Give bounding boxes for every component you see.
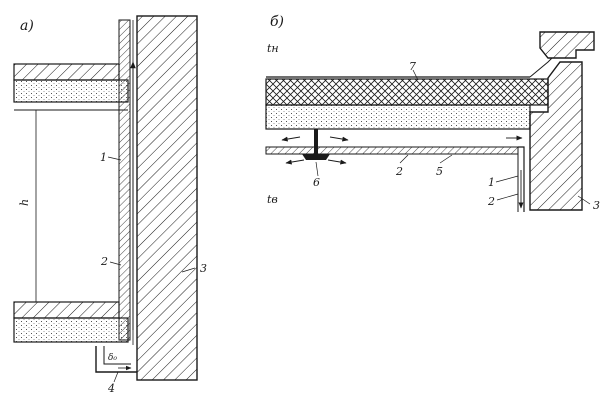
callout-3: 3 bbox=[200, 262, 207, 275]
lower-floor-slab bbox=[13, 301, 129, 343]
air-inlet-inner bbox=[103, 346, 131, 365]
height-label: h bbox=[18, 199, 31, 206]
callout-2a-leader bbox=[399, 154, 409, 164]
ceiling-return-outer bbox=[518, 146, 525, 212]
callout-1-leader bbox=[107, 156, 122, 161]
inside-temperature-label: tв bbox=[267, 193, 278, 206]
callout-2: 2 bbox=[100, 255, 108, 268]
callout-3-leader bbox=[577, 195, 591, 205]
callout-2b: 2 bbox=[487, 195, 495, 208]
upper-floor-slab bbox=[13, 63, 129, 111]
callout-7-leader bbox=[412, 69, 419, 81]
parapet-coping bbox=[539, 31, 595, 59]
callout-3-leader bbox=[181, 267, 196, 273]
panel-a-label: a) bbox=[20, 18, 34, 34]
masonry-wall bbox=[136, 15, 198, 381]
air-diffuser bbox=[302, 129, 330, 160]
callout-2b-leader bbox=[496, 193, 519, 201]
callout-4-leader bbox=[113, 371, 119, 383]
gap-label: δ₀ bbox=[108, 353, 117, 363]
airflow-down-left-arrow bbox=[285, 159, 305, 165]
panel-b: б) tн tв 7 2 5 6 bbox=[265, 14, 600, 212]
roof-slab bbox=[265, 104, 531, 130]
callout-1: 1 bbox=[100, 151, 107, 164]
callout-3: 3 bbox=[593, 199, 600, 212]
callout-5-leader bbox=[439, 154, 453, 164]
callout-5: 5 bbox=[436, 165, 443, 178]
callout-2a: 2 bbox=[395, 165, 403, 178]
roof-membrane-upturn bbox=[529, 57, 553, 78]
air-inlet-channel bbox=[95, 346, 137, 373]
callout-7: 7 bbox=[409, 60, 416, 73]
callout-2-leader bbox=[109, 261, 122, 266]
callout-1-leader bbox=[495, 175, 519, 183]
airflow-left-arrow bbox=[281, 136, 301, 142]
callout-6-leader bbox=[315, 161, 319, 177]
airflow-down-right-arrow bbox=[327, 159, 347, 165]
callout-4: 4 bbox=[107, 382, 115, 395]
panel-a: a) h 1 2 3 bbox=[13, 15, 207, 395]
callout-6: 6 bbox=[313, 176, 320, 189]
callout-1: 1 bbox=[488, 176, 495, 189]
suspended-ceiling bbox=[265, 146, 519, 155]
panel-b-label: б) bbox=[270, 14, 284, 30]
outside-temperature-label: tн bbox=[267, 42, 279, 55]
inner-lining-panel bbox=[118, 19, 131, 341]
parapet-wall bbox=[529, 61, 583, 211]
roof-insulation bbox=[265, 78, 549, 106]
airflow-right-arrow bbox=[329, 136, 349, 142]
